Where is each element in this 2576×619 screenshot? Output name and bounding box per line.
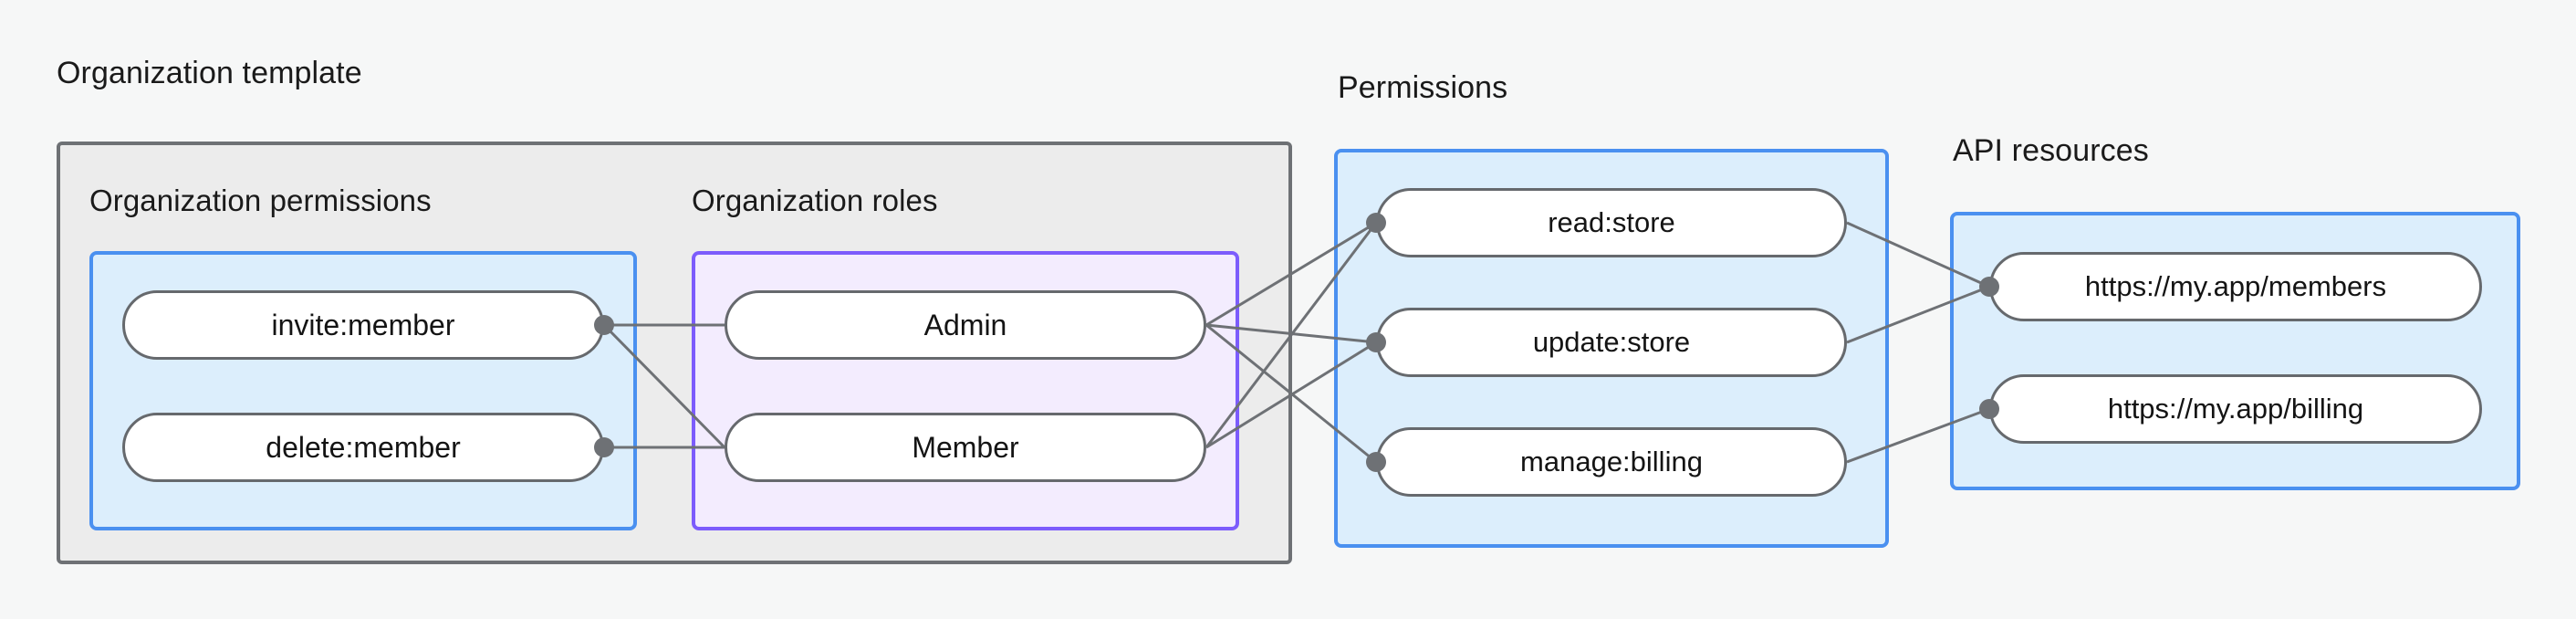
node-members-resource-label: https://my.app/members (2084, 270, 2387, 302)
subgroup-label-organization-roles: Organization roles (692, 184, 938, 217)
node-manage-billing[interactable]: manage:billing (1376, 427, 1847, 497)
node-update-store-label: update:store (1532, 326, 1691, 358)
node-read-store[interactable]: read:store (1376, 188, 1847, 257)
node-invite-member-label: invite:member (271, 308, 455, 341)
node-delete-member-label: delete:member (266, 430, 461, 464)
node-manage-billing-label: manage:billing (1520, 446, 1703, 477)
node-invite-member[interactable]: invite:member (122, 290, 604, 360)
node-member-label: Member (912, 430, 1019, 464)
node-members-resource[interactable]: https://my.app/members (1989, 252, 2482, 321)
group-label-organization-template: Organization template (57, 56, 362, 90)
node-billing-resource[interactable]: https://my.app/billing (1989, 374, 2482, 444)
node-delete-member[interactable]: delete:member (122, 413, 604, 482)
group-label-permissions: Permissions (1338, 70, 1508, 105)
node-admin[interactable]: Admin (725, 290, 1206, 360)
node-admin-label: Admin (923, 308, 1007, 341)
node-update-store[interactable]: update:store (1376, 308, 1847, 377)
node-billing-resource-label: https://my.app/billing (2107, 393, 2364, 425)
group-label-api-resources: API resources (1953, 133, 2149, 168)
subgroup-label-organization-permissions: Organization permissions (89, 184, 432, 217)
node-read-store-label: read:store (1548, 206, 1675, 238)
node-member[interactable]: Member (725, 413, 1206, 482)
